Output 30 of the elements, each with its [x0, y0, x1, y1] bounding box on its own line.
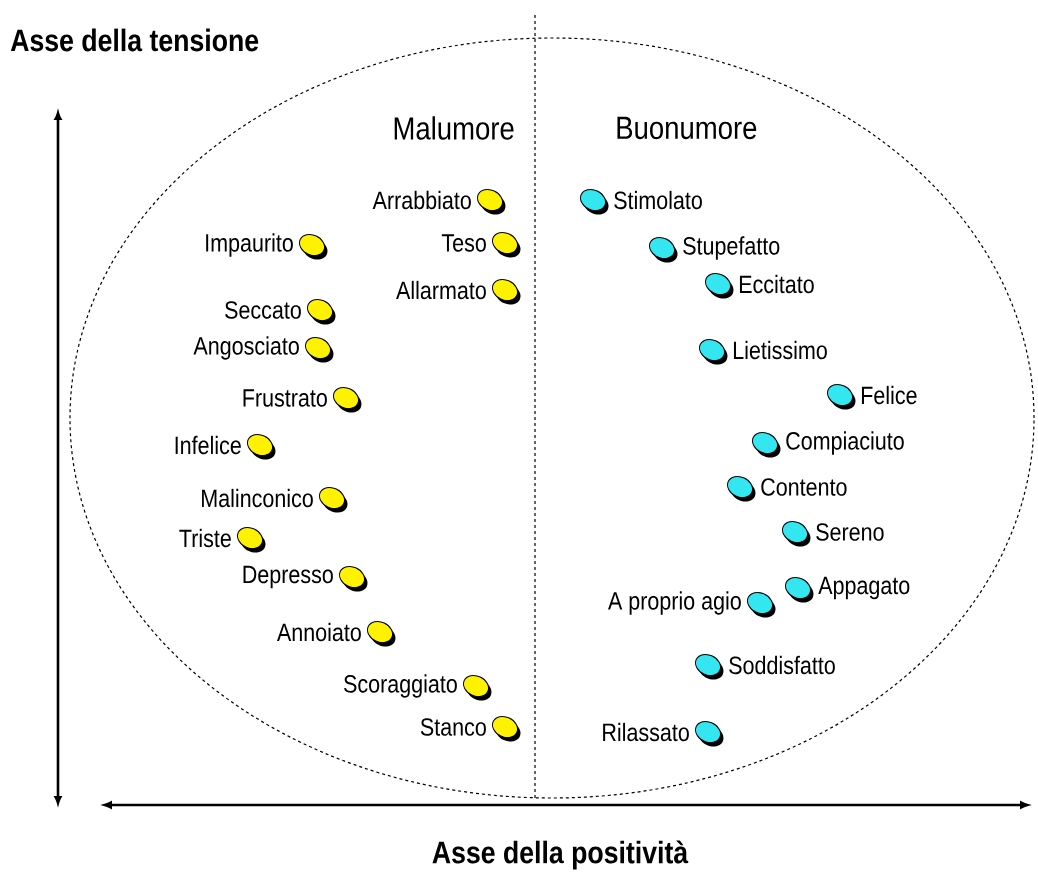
mood-label: Teso — [441, 234, 486, 252]
mood-label: Infelice — [175, 435, 241, 455]
mood-label: Impaurito — [206, 233, 293, 257]
mood-label: Stupefatto — [683, 236, 780, 260]
mood-label: Arrabbiato — [372, 190, 471, 210]
mood-label: Sereno — [816, 523, 884, 541]
mood-label: Malinconico — [202, 488, 313, 508]
mood-label: Allarmato — [396, 280, 486, 300]
mood-label: Triste — [179, 528, 231, 548]
mood-label: Compiaciuto — [786, 431, 904, 455]
group-heading: Malumore — [394, 116, 514, 140]
axis-title: Asse della tensione — [10, 28, 259, 52]
mood-label: Lietissimo — [733, 340, 827, 360]
mood-label: Soddisfatto — [729, 655, 835, 675]
mood-label: Annoiato — [277, 622, 361, 642]
mood-label: Appagato — [818, 576, 910, 600]
mood-label: Eccitato — [739, 274, 814, 294]
mood-label: Depresso — [243, 565, 333, 589]
mood-label: Frustrato — [243, 389, 327, 407]
mood-label: Scoraggiato — [344, 674, 457, 698]
mood-label: Seccato — [225, 301, 301, 319]
mood-label: Stimolato — [614, 190, 702, 210]
group-heading: Buonumore — [617, 116, 757, 140]
mood-label: Angosciato — [193, 336, 299, 360]
axis-title: Asse della positività — [432, 840, 689, 870]
mood-label: Rilassato — [603, 722, 689, 742]
mood-label: Felice — [861, 385, 917, 405]
mood-label: Stanco — [420, 718, 486, 736]
mood-label: A proprio agio — [608, 591, 741, 615]
mood-label: Contento — [761, 478, 847, 496]
